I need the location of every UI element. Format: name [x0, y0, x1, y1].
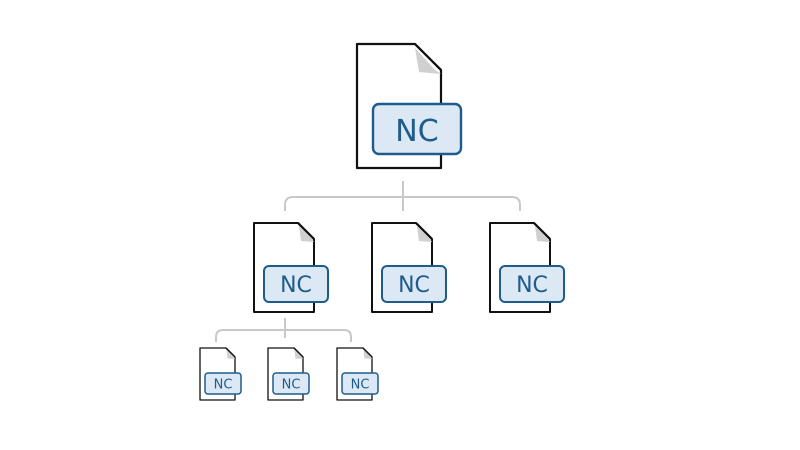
connectors-child1 — [215, 318, 352, 342]
child-document-2: NC — [371, 222, 447, 313]
nc-badge: NC — [499, 265, 565, 303]
nc-badge: NC — [263, 265, 329, 303]
grandchild-document-2-label: NC — [282, 378, 301, 393]
child-document-1-label: NC — [280, 273, 312, 298]
nc-badge: NC — [381, 265, 447, 303]
child-document-1: NC — [253, 222, 329, 313]
child-document-3: NC — [489, 222, 565, 313]
grandchild-document-1-label: NC — [214, 378, 233, 393]
connectors-root — [284, 181, 521, 211]
root-document-label: NC — [395, 114, 438, 149]
nc-badge: NC — [204, 372, 242, 395]
child-document-2-label: NC — [398, 273, 430, 298]
connector-root-branch — [284, 196, 521, 211]
nc-badge: NC — [272, 372, 310, 395]
grandchild-document-2: NC — [267, 347, 310, 401]
nc-badge: NC — [371, 102, 463, 156]
grandchild-document-3: NC — [336, 347, 379, 401]
connector-child1-branch — [215, 329, 352, 342]
grandchild-document-3-label: NC — [351, 378, 370, 393]
root-document: NC — [355, 42, 463, 170]
grandchild-document-1: NC — [199, 347, 242, 401]
nc-badge: NC — [341, 372, 379, 395]
child-document-3-label: NC — [516, 273, 548, 298]
